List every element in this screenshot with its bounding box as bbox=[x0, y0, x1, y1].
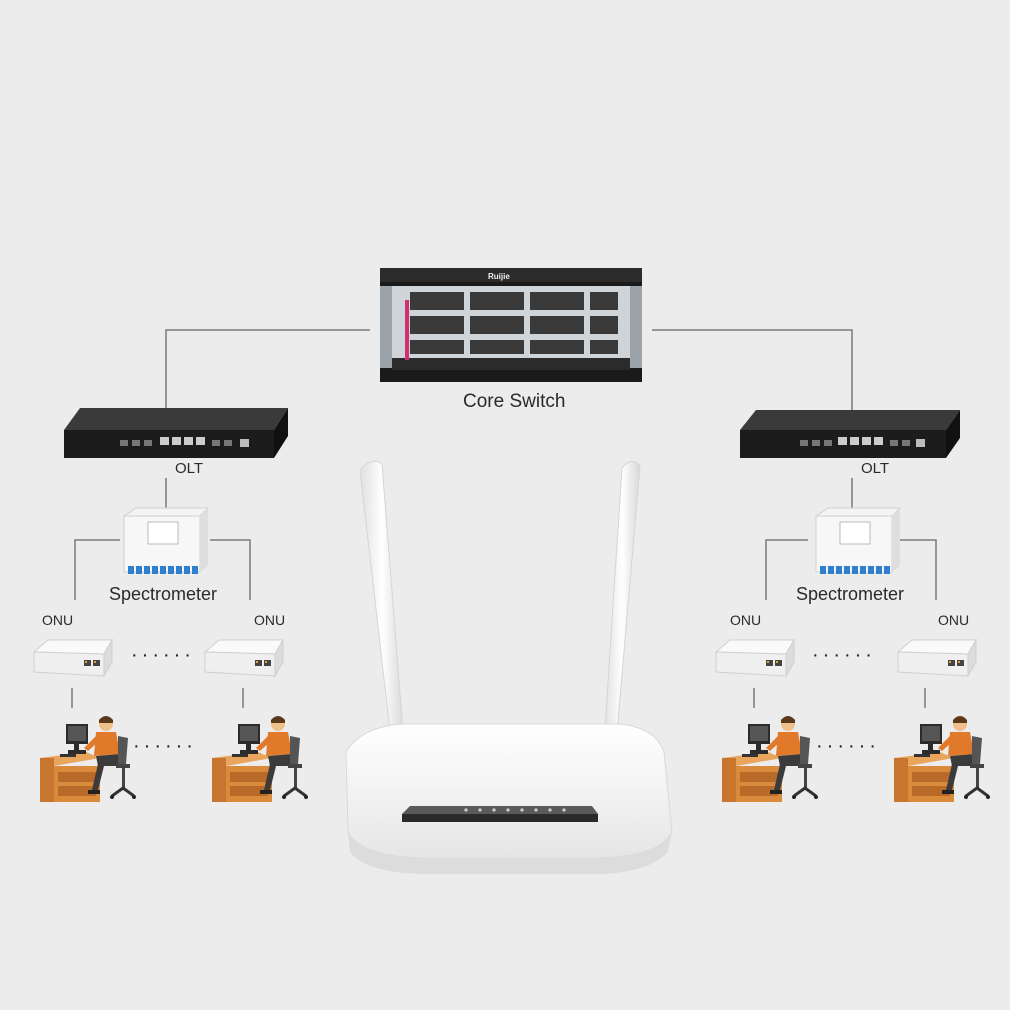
onu-right-a-label: ONU bbox=[730, 612, 762, 628]
core-switch-label: Core Switch bbox=[463, 391, 566, 412]
spectrometer-right-device bbox=[814, 507, 902, 574]
onu-left-a-device bbox=[33, 639, 113, 677]
pc-left-ellipsis: ······ bbox=[133, 735, 197, 757]
pc-user-left-a bbox=[38, 714, 138, 804]
pc-user-right-a bbox=[720, 714, 820, 804]
core-switch-device: Ruijie bbox=[380, 268, 642, 382]
spectrometer-left-device bbox=[122, 507, 210, 574]
pc-user-right-b bbox=[892, 714, 992, 804]
onu-left-b-label: ONU bbox=[254, 612, 286, 628]
onu-left-b-device bbox=[204, 639, 284, 677]
spectrometer-left-label: Spectrometer bbox=[109, 584, 218, 604]
onu-right-ellipsis: ······ bbox=[812, 644, 876, 666]
onu-right-a-device bbox=[715, 639, 795, 677]
olt-left-device bbox=[64, 408, 288, 458]
connection-lines bbox=[71, 329, 937, 708]
olt-right-label: OLT bbox=[861, 460, 890, 477]
onu-left-ellipsis: ······ bbox=[131, 644, 195, 666]
onu-right-b-device bbox=[897, 639, 977, 677]
svg-text:Ruijie: Ruijie bbox=[488, 272, 510, 281]
spectrometer-right-label: Spectrometer bbox=[796, 584, 905, 604]
pc-user-left-b bbox=[210, 714, 310, 804]
olt-left-label: OLT bbox=[175, 460, 204, 477]
onu-right-b-label: ONU bbox=[938, 612, 970, 628]
onu-left-a-label: ONU bbox=[42, 612, 74, 628]
olt-right-device bbox=[740, 410, 960, 458]
router-product bbox=[345, 460, 673, 874]
pc-right-ellipsis: ······ bbox=[816, 735, 880, 757]
